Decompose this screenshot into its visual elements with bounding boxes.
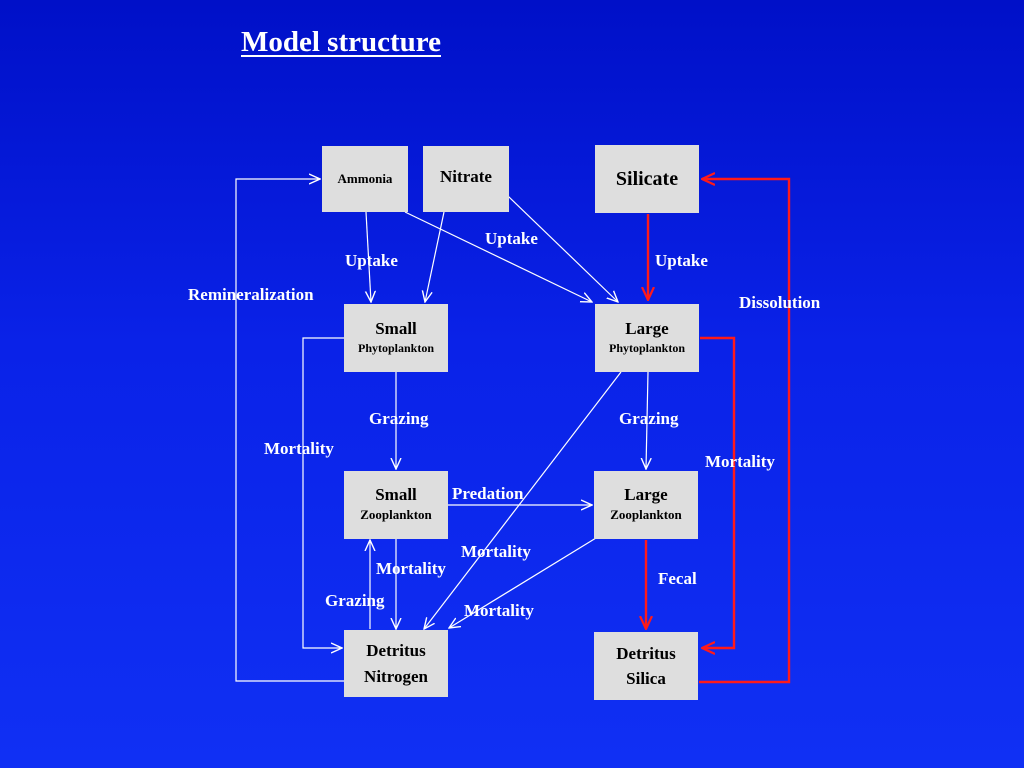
arrow-large-phyto-to-large-zoo [646,371,648,469]
label-uptake-silicate: Uptake [655,251,708,270]
detritus-nitrogen-box: Detritus Nitrogen [344,630,448,697]
silicate-box: Silicate [595,145,699,213]
label-dissolution: Dissolution [739,293,821,312]
arrow-nitrate-to-small-phyto [425,211,445,302]
label-mortality-large-zoo: Mortality [464,601,534,620]
silicate-label: Silicate [615,168,679,190]
small-zooplankton-line1: Small [375,485,417,505]
detritus-nitrogen-line2: Nitrogen [364,666,428,686]
arrow-dissolution [699,179,791,684]
label-mortality-small-phyto: Mortality [264,439,334,458]
large-phytoplankton-line1: Large [625,318,669,338]
arrow-nitrate-to-large-phyto [507,195,618,302]
arrow-ammonia-to-small-phyto [366,211,371,302]
detritus-silica-line1: Detritus [616,643,676,663]
page-title: Model structure [241,26,441,58]
label-mortality-large-phyto: Mortality [705,452,775,471]
small-zooplankton-line2: Zooplankton [360,507,432,523]
label-predation: Predation [452,484,524,503]
detritus-silica-box: Detritus Silica [594,632,698,700]
arrow-large-phyto-to-detritus-n [424,371,622,629]
ammonia-label: Ammonia [337,171,393,186]
label-uptake-large: Uptake [485,229,538,248]
nitrate-label: Nitrate [440,167,492,186]
large-phytoplankton-box: Large Phytoplankton [595,304,699,372]
label-fecal: Fecal [658,569,697,588]
large-zooplankton-line1: Large [624,485,668,505]
small-phytoplankton-box: Small Phytoplankton [344,304,448,372]
arrow-small-phyto-mortality [302,337,344,648]
detritus-silica-line2: Silica [626,669,666,688]
label-uptake-small: Uptake [345,251,398,270]
detritus-nitrogen-line1: Detritus [366,641,426,660]
arrow-ammonia-to-large-phyto [404,211,592,302]
label-mortality-small-zoo: Mortality [376,559,446,578]
large-zooplankton-line2: Zooplankton [610,507,682,523]
small-phytoplankton-line2: Phytoplankton [357,341,435,356]
large-zooplankton-box: Large Zooplankton [594,471,698,539]
label-mortality-large-phyto-detritus: Mortality [461,542,531,561]
label-grazing-detritus: Grazing [325,591,385,610]
ammonia-box: Ammonia [322,146,408,212]
arrow-large-zoo-to-detritus-n [449,537,597,628]
small-phytoplankton-line1: Small [375,318,417,338]
label-remineralization: Remineralization [188,285,314,304]
small-zooplankton-box: Small Zooplankton [344,471,448,539]
large-phytoplankton-line2: Phytoplankton [608,341,686,356]
label-grazing-large: Grazing [619,409,679,428]
label-grazing-small: Grazing [369,409,429,428]
nitrate-box: Nitrate [423,146,509,212]
arrow-remineralization [235,179,344,682]
arrow-large-phyto-mortality-silica [700,336,736,648]
